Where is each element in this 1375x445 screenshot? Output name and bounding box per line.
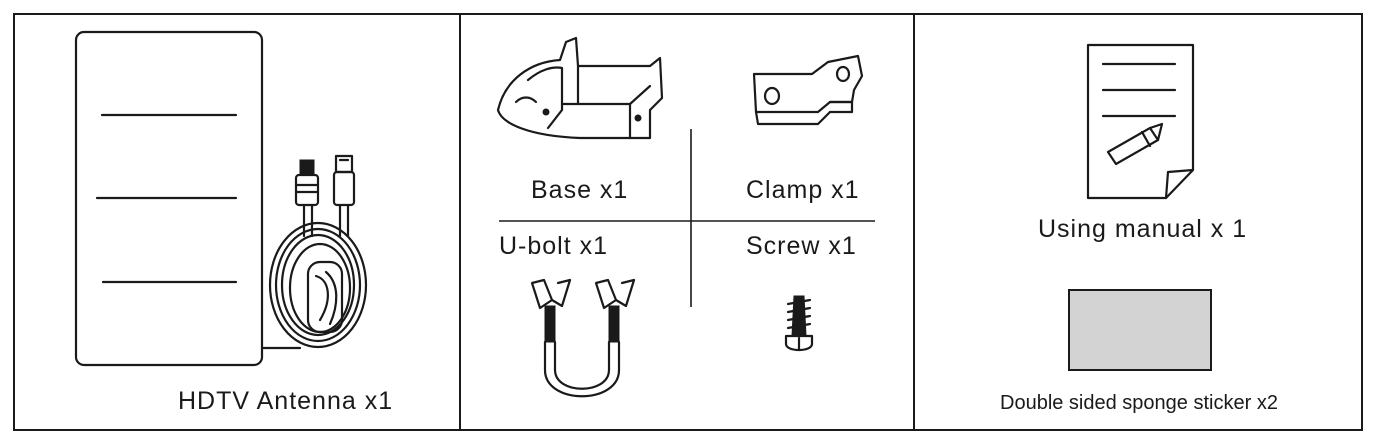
screw-label: Screw x1 xyxy=(746,232,857,260)
screw-icon xyxy=(784,295,814,352)
sticker-label: Double sided sponge sticker x2 xyxy=(1000,392,1278,414)
ubolt-label: U-bolt x1 xyxy=(499,232,609,260)
clamp-label: Clamp x1 xyxy=(746,176,860,204)
hardware-grid-lines xyxy=(499,129,875,307)
base-label: Base x1 xyxy=(531,176,629,204)
package-contents-frame xyxy=(13,13,1363,431)
base-bracket-icon xyxy=(496,36,664,140)
panel-divider-2 xyxy=(913,13,915,431)
manual-label: Using manual x 1 xyxy=(1038,215,1248,243)
clamp-icon xyxy=(752,54,864,126)
antenna-label: HDTV Antenna x1 xyxy=(178,387,394,415)
u-bolt-icon xyxy=(530,278,636,398)
panel-divider-1 xyxy=(459,13,461,431)
antenna-icon xyxy=(74,30,368,367)
sponge-sticker-icon xyxy=(1068,289,1212,371)
